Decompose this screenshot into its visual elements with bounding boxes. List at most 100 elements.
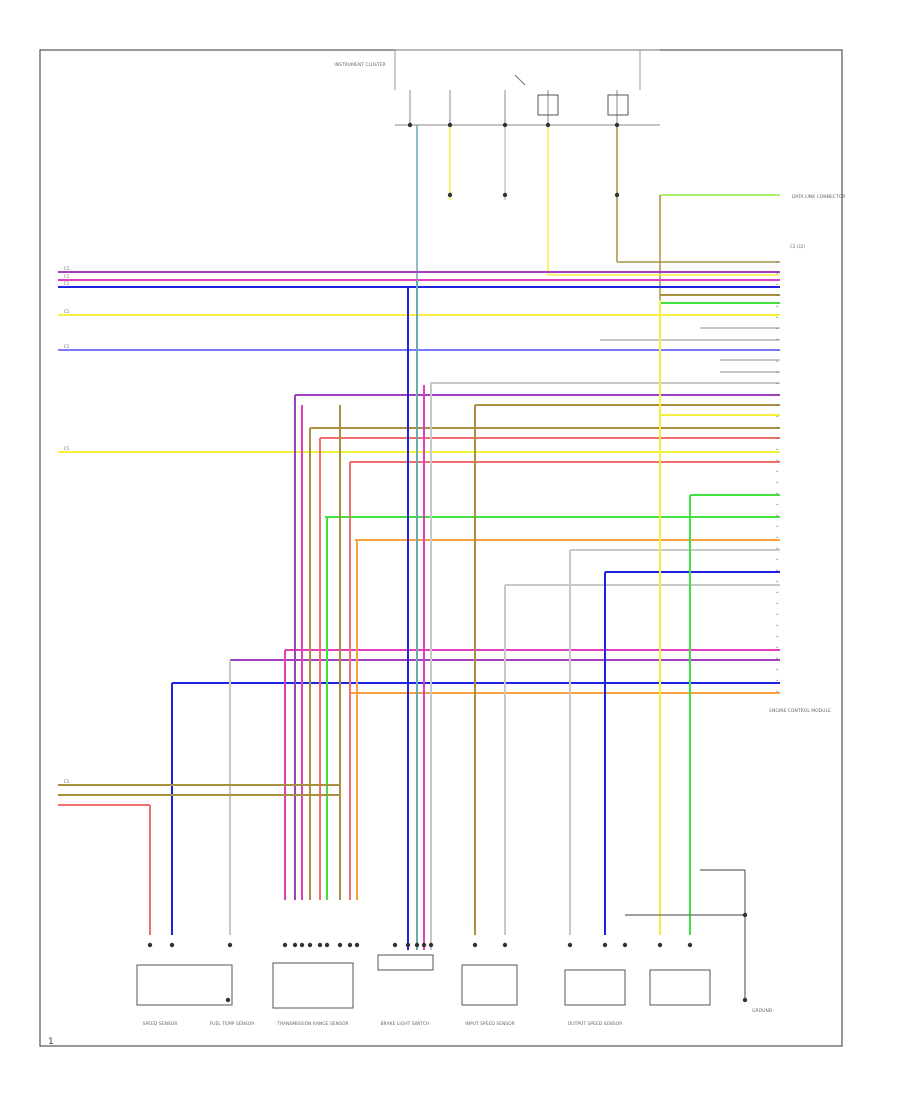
ecm-pin: • (776, 480, 778, 485)
ecm-pin: • (776, 392, 778, 397)
cluster-pin (407, 122, 413, 128)
ecm-pin: • (776, 524, 778, 529)
component-pin (602, 942, 608, 948)
component-pin (502, 942, 508, 948)
left-terminal-label: C1 (64, 281, 70, 286)
ecm-pin: • (776, 436, 778, 441)
ecm-pin: • (776, 447, 778, 452)
left-terminal-label: C1 (64, 309, 70, 314)
component-pin (428, 942, 434, 948)
component-pin (472, 942, 478, 948)
component-pin (324, 942, 330, 948)
ecm-pin: • (776, 689, 778, 694)
component-pin (622, 942, 628, 948)
ecm-pin: • (776, 678, 778, 683)
ground-dot (742, 997, 748, 1003)
fuel-temp-dot (225, 997, 231, 1003)
ecm-pin: • (776, 326, 778, 331)
ecm-label: ENGINE CONTROL MODULE (769, 708, 831, 714)
component-pin (282, 942, 288, 948)
speed-sensor-box (136, 964, 233, 1006)
speed-sensor-label: SPEED SENSOR (143, 1021, 178, 1027)
left-terminal-label: C1 (64, 266, 70, 271)
ground-label: GROUND (752, 1008, 773, 1014)
solenoid-box (649, 969, 711, 1006)
component-pin (147, 942, 153, 948)
cluster-label: INSTRUMENT CLUSTER (334, 62, 385, 68)
ecm-pin: • (776, 337, 778, 342)
component-pin (347, 942, 353, 948)
ecm-pin: • (776, 315, 778, 320)
ecm-pin: • (776, 425, 778, 430)
ecm-pin: • (776, 634, 778, 639)
connector-label: C2 (32) (790, 244, 805, 249)
ecm-pin: • (776, 601, 778, 606)
component-pin (307, 942, 313, 948)
component-pin (292, 942, 298, 948)
brake-lamp-icon (537, 94, 559, 116)
ecm-pin: • (776, 469, 778, 474)
component-pin (227, 942, 233, 948)
splice-dot (614, 192, 620, 198)
component-pin (405, 942, 411, 948)
warning-lamp-icon (607, 94, 629, 116)
dlc-label: DATA LINK CONNECTOR (792, 194, 845, 200)
ecm-pin: • (776, 645, 778, 650)
ecm-pin: • (776, 513, 778, 518)
ecm-pin: • (776, 359, 778, 364)
cluster-pin (614, 122, 620, 128)
output-speed-box (564, 969, 626, 1006)
component-pin (317, 942, 323, 948)
splice-dot (742, 912, 748, 918)
left-terminal-label: C1 (64, 274, 70, 279)
component-pin (337, 942, 343, 948)
component-pin (392, 942, 398, 948)
component-group: C2 (32) INSTRUMENT CLUSTER DATA LINK CONNE… (64, 49, 845, 1027)
fuel-temp-label: FUEL TEMP SENSOR (210, 1021, 255, 1027)
cluster-pin (447, 122, 453, 128)
ecm-pin: • (776, 557, 778, 562)
ecm-pin: • (776, 370, 778, 375)
ecm-pin: • (776, 491, 778, 496)
ecm-pin: • (776, 293, 778, 298)
ecm-pin: • (776, 458, 778, 463)
brake-switch-label: BRAKE LIGHT SWITCH (381, 1021, 430, 1027)
ecm-pin: • (776, 282, 778, 287)
left-terminal-label: C1 (64, 446, 70, 451)
wire-group (58, 125, 780, 1003)
component-pin (414, 942, 420, 948)
ecm-pin: • (776, 535, 778, 540)
diagram-border (39, 49, 843, 1047)
ecm-pin: • (776, 381, 778, 386)
ecm-pin: • (776, 546, 778, 551)
cluster-pin (545, 122, 551, 128)
splice-dot (447, 192, 453, 198)
input-speed-label: INPUT SPEED SENSOR (465, 1021, 515, 1027)
ecm-pin: • (776, 568, 778, 573)
component-pin (687, 942, 693, 948)
component-pin (299, 942, 305, 948)
page-number: 1 (48, 1037, 54, 1047)
component-pin (421, 942, 427, 948)
component-pin (657, 942, 663, 948)
component-pin (567, 942, 573, 948)
switch-symbol (514, 74, 526, 86)
ecm-pin: • (776, 304, 778, 309)
left-terminal-label: C1 (64, 779, 70, 784)
ecm-pin: • (776, 260, 778, 265)
input-speed-box (461, 964, 518, 1006)
left-terminal-label: C1 (64, 344, 70, 349)
ecm-pin: • (776, 348, 778, 353)
ecm-pin: • (776, 502, 778, 507)
ecm-pin: • (776, 271, 778, 276)
component-pin (354, 942, 360, 948)
component-pin (169, 942, 175, 948)
output-speed-label: OUTPUT SPEED SENSOR (568, 1021, 623, 1027)
ecm-pin: • (776, 590, 778, 595)
ecm-pin: • (776, 579, 778, 584)
splice-dot (502, 192, 508, 198)
trs-box (272, 962, 354, 1009)
ecm-pin: • (776, 414, 778, 419)
cluster-pin (502, 122, 508, 128)
